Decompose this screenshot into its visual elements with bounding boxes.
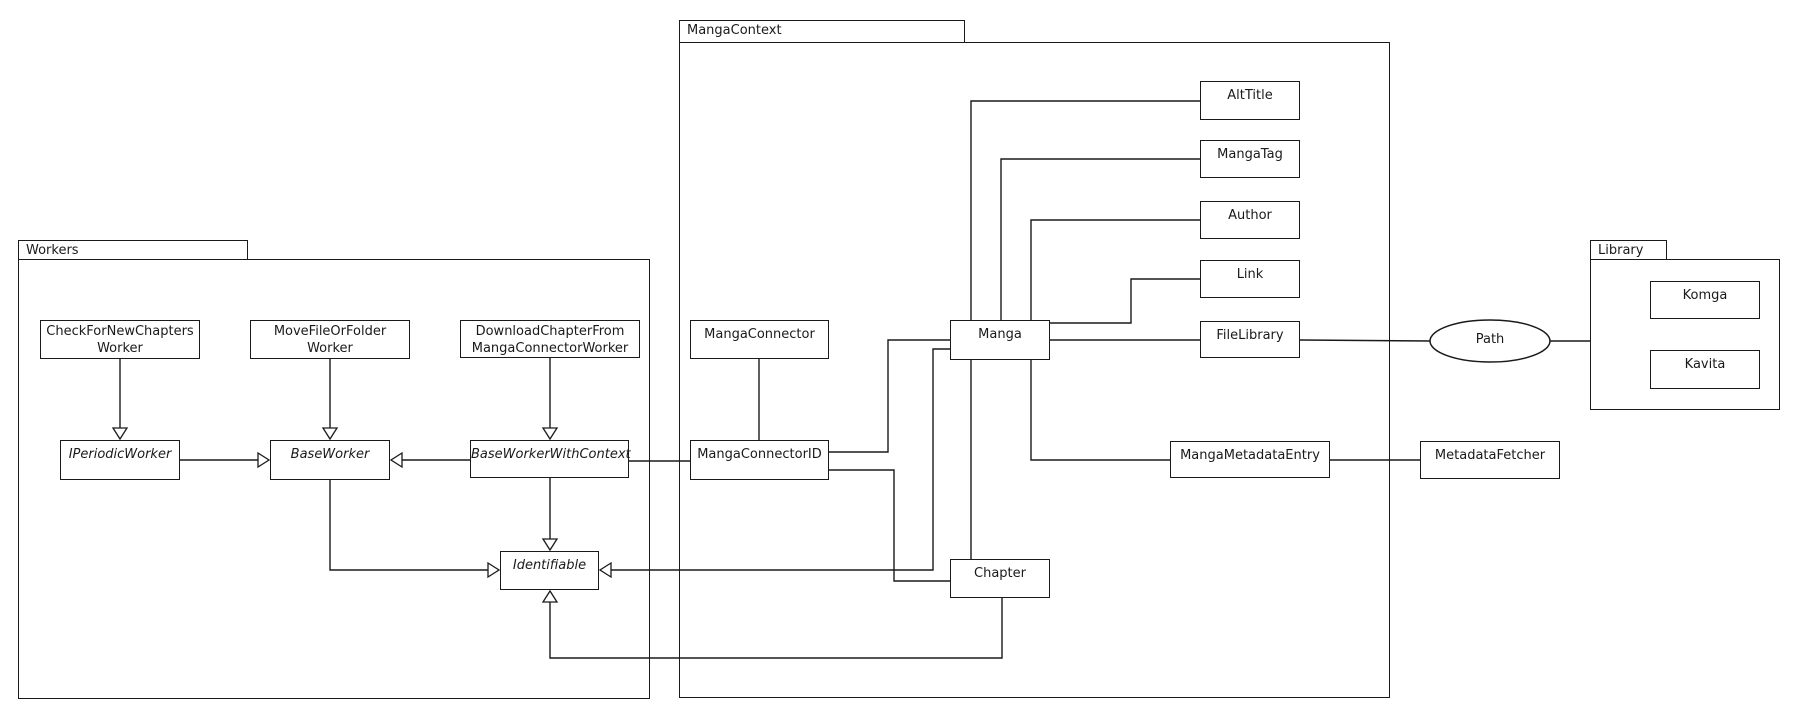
node-label: Manga [978, 327, 1022, 342]
node-baseworkerwithcontext: BaseWorkerWithContext [470, 440, 631, 478]
package-mangacontext-label: MangaContext [687, 23, 782, 38]
node-label: AltTitle [1227, 88, 1273, 103]
edge-manga-to-identifiable [598, 348, 950, 579]
package-workers-label: Workers [26, 243, 79, 258]
edge-downloadchapterworker-to-baseworkerwithcontext [541, 358, 559, 441]
node-label: Identifiable [512, 558, 587, 573]
node-mangametadataentry: MangaMetadataEntry [1170, 441, 1330, 478]
node-filelibrary: FileLibrary [1200, 321, 1300, 358]
node-baseworker: BaseWorker [270, 440, 390, 480]
node-label: Worker [307, 341, 353, 356]
package-library-tab: Library [1590, 240, 1667, 260]
node-alttitle: AltTitle [1200, 81, 1300, 120]
node-label: MoveFileOrFolder [273, 324, 387, 339]
node-check-for-new-chapters-worker: CheckForNewChapters Worker [40, 320, 200, 359]
node-label: Komga [1682, 288, 1728, 303]
package-mangacontext-tab: MangaContext [679, 20, 965, 43]
edge-manga-to-mangametadataentry [1030, 360, 1170, 461]
node-label: MangaConnectorID [697, 447, 822, 462]
node-label: Link [1236, 267, 1264, 282]
node-label: Chapter [974, 566, 1026, 581]
node-label: BaseWorkerWithContext [471, 447, 631, 462]
edge-manga-to-author [1030, 219, 1200, 320]
node-path-label: Path [1430, 328, 1550, 356]
edge-iperiodicworker-to-baseworker [180, 451, 271, 469]
node-metadatafetcher: MetadataFetcher [1420, 441, 1560, 479]
edge-baseworkerwithcontext-to-identifiable [541, 478, 559, 552]
node-link: Link [1200, 260, 1300, 298]
node-label: MangaConnector [704, 327, 815, 342]
edge-manga-to-alttitle [970, 100, 1200, 320]
edge-filelibrary-to-path [1299, 339, 1431, 342]
node-move-file-or-folder-worker: MoveFileOrFolder Worker [250, 320, 410, 359]
edge-manga-to-link [1050, 278, 1200, 324]
node-komga: Komga [1650, 281, 1760, 319]
node-label: Worker [97, 341, 143, 356]
node-label: DownloadChapterFrom [475, 324, 625, 339]
node-manga: Manga [950, 320, 1050, 360]
node-label: MangaConnectorWorker [471, 341, 629, 356]
edge-baseworker-to-identifiable [329, 480, 501, 579]
node-label: IPeriodicWorker [68, 447, 172, 462]
node-label: BaseWorker [290, 447, 370, 462]
edge-manga-to-mangatag [1000, 158, 1200, 320]
node-author: Author [1200, 201, 1300, 239]
edge-chapter-to-identifiable [541, 589, 1003, 659]
node-label: MetadataFetcher [1434, 448, 1546, 463]
node-label: Kavita [1684, 357, 1726, 372]
package-library-label: Library [1598, 243, 1644, 258]
node-chapter: Chapter [950, 559, 1050, 598]
node-mangaconnectorid: MangaConnectorID [690, 440, 829, 480]
node-mangaconnector: MangaConnector [690, 320, 829, 359]
node-label: MangaMetadataEntry [1180, 448, 1320, 463]
node-mangatag: MangaTag [1200, 140, 1300, 178]
node-label: Author [1228, 208, 1272, 223]
node-identifiable: Identifiable [500, 551, 599, 590]
node-iperiodicworker: IPeriodicWorker [60, 440, 180, 480]
edge-checkfornewchaptersworker-to-iperiodicworker [111, 359, 129, 441]
node-label: Path [1475, 332, 1505, 347]
path-ellipse [1429, 319, 1551, 363]
edge-movefileorfolderworker-to-baseworker [321, 359, 339, 441]
node-label: CheckForNewChapters [46, 324, 194, 339]
package-workers-tab: Workers [18, 240, 248, 260]
edge-mangaconnectorid-to-chapter [829, 469, 950, 582]
node-download-chapter-from-manga-connector-worker: DownloadChapterFrom MangaConnectorWorker [460, 320, 640, 358]
node-label: FileLibrary [1216, 328, 1284, 343]
edge-mangaconnectorid-to-manga [829, 339, 950, 453]
node-label: MangaTag [1217, 147, 1283, 162]
node-kavita: Kavita [1650, 350, 1760, 389]
edge-baseworkerwithcontext-to-baseworker [389, 451, 470, 469]
